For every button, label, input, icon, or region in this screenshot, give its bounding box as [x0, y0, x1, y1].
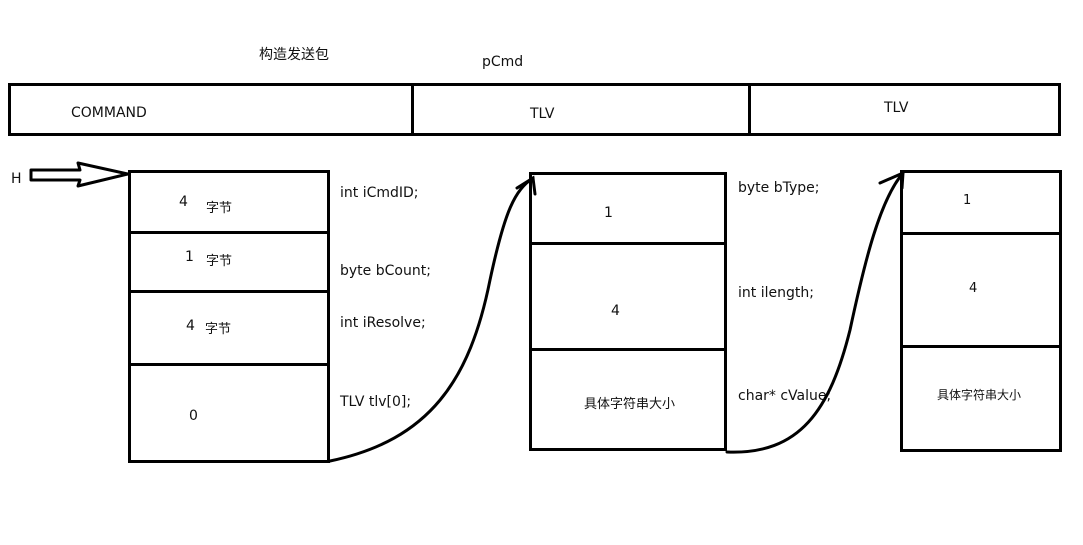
- cell-value: 4: [179, 194, 188, 210]
- packet-divider-1: [411, 86, 414, 133]
- cell-value: 1: [963, 193, 972, 208]
- packet-bar: COMMAND TLV TLV: [8, 83, 1061, 136]
- pointer-arrow-icon: [29, 161, 130, 188]
- tlv-struct-2: 1 4 具体字符串大小: [900, 170, 1062, 452]
- cell-value: 4: [611, 303, 620, 319]
- cell-value: 1: [604, 205, 613, 221]
- cell-value: 具体字符串大小: [584, 397, 676, 412]
- link-curve-2: [725, 170, 905, 454]
- tlv1-cell-1: 4: [532, 242, 724, 350]
- packet-segment-tlv-1: TLV: [530, 106, 555, 122]
- cell-value: 1: [185, 249, 194, 265]
- diagram-title: 构造发送包: [259, 47, 329, 63]
- cell-value: 0: [189, 408, 198, 424]
- pointer-label: H: [11, 171, 22, 187]
- tlv-field-label: byte bType;: [738, 180, 820, 196]
- command-field-label: int iCmdID;: [340, 185, 419, 201]
- command-cell-1: 1 字节: [131, 231, 327, 291]
- tlv2-cell-0: 1: [903, 173, 1059, 235]
- tlv1-cell-2: 具体字符串大小: [532, 348, 724, 448]
- tlv1-cell-0: 1: [532, 175, 724, 245]
- cell-unit: 字节: [206, 254, 233, 269]
- tlv-struct-1: 1 4 具体字符串大小: [529, 172, 727, 451]
- cell-value: 4: [186, 318, 195, 334]
- command-struct: 4 字节 1 字节 4 字节 0: [128, 170, 330, 463]
- tlv2-cell-1: 4: [903, 232, 1059, 348]
- packet-segment-tlv-2: TLV: [884, 100, 909, 116]
- command-cell-3: 0: [131, 363, 327, 460]
- tlv2-cell-2: 具体字符串大小: [903, 345, 1059, 449]
- tlv-field-label: int ilength;: [738, 285, 814, 301]
- packet-name: pCmd: [482, 54, 524, 70]
- command-cell-0: 4 字节: [131, 173, 327, 233]
- packet-segment-command: COMMAND: [71, 105, 147, 121]
- cell-value: 具体字符串大小: [937, 388, 1022, 402]
- command-cell-2: 4 字节: [131, 290, 327, 365]
- tlv-field-label: char* cValue;: [738, 388, 832, 404]
- packet-divider-2: [748, 86, 751, 133]
- command-field-label: TLV tlv[0];: [340, 394, 412, 410]
- command-field-label: int iResolve;: [340, 315, 426, 331]
- command-field-label: byte bCount;: [340, 263, 431, 279]
- cell-value: 4: [969, 281, 978, 296]
- cell-unit: 字节: [205, 322, 232, 337]
- cell-unit: 字节: [206, 201, 233, 216]
